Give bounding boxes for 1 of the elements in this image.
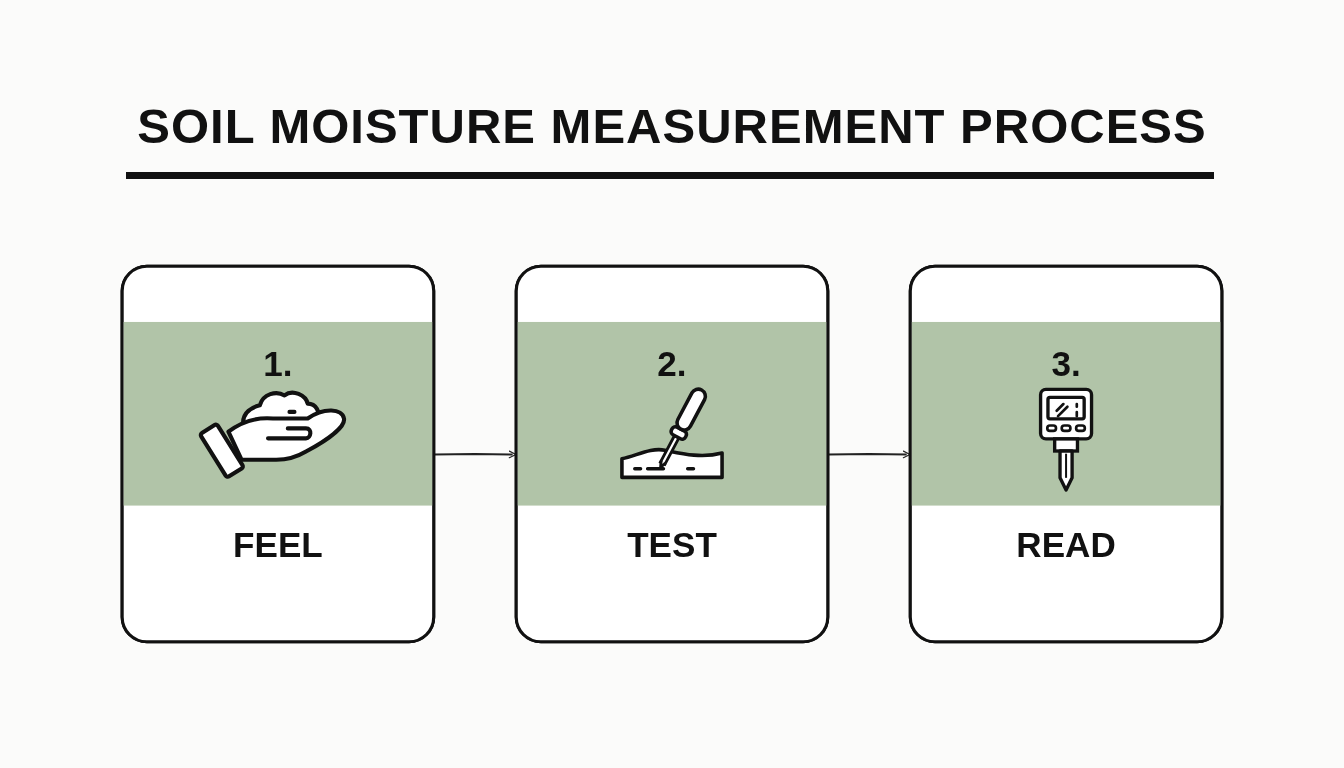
diagram-title: SOIL MOISTURE MEASUREMENT PROCESS	[136, 100, 1208, 154]
